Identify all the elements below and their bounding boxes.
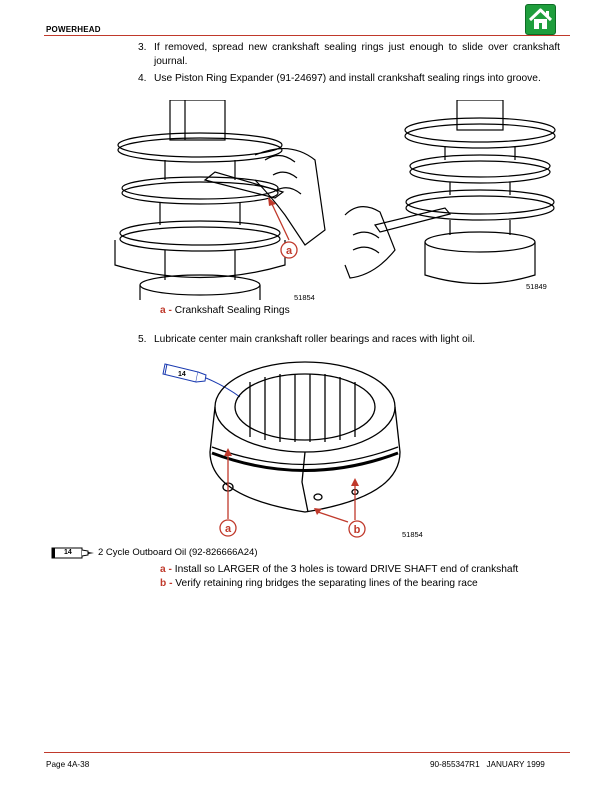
step-text: Lubricate center main crankshaft roller … [154,334,476,345]
note-a: a - Install so LARGER of the 3 holes is … [160,564,518,575]
oil-tube-icon [51,547,94,559]
note-b: b - Verify retaining ring bridges the se… [160,578,478,589]
tube-label: 14 [178,371,186,378]
figure1-right-number: 51849 [526,282,547,291]
caption-text: Crankshaft Sealing Rings [174,305,290,316]
note-letter: a [160,564,166,575]
step-5: 5. Lubricate center main crankshaft roll… [138,333,560,347]
footer-page: Page 4A-38 [46,760,90,769]
section-title: POWERHEAD [46,25,101,34]
lubricant-text: 2 Cycle Outboard Oil (92-826666A24) [98,547,258,558]
figure2-number: 51854 [402,530,423,539]
home-icon [528,8,553,29]
roller-bearing-figure: 14 a b [162,361,401,538]
oil-tube-icon: 14 [162,363,241,398]
crankshaft-sealing-rings-figure: a [114,100,556,300]
step-number: 5. [138,334,147,345]
step-text: Use Piston Ring Expander (91-24697) and … [154,73,541,84]
caption-sep: - [165,305,175,316]
note-letter: b [160,578,167,589]
step-number: 4. [138,73,147,84]
step-number: 3. [138,42,147,53]
note-text: Verify retaining ring bridges the separa… [175,578,478,589]
home-button[interactable] [525,4,556,35]
lubricant-tube-label: 14 [64,549,72,556]
note-sep: - [165,564,175,575]
figure2-callout-b: b [354,524,361,536]
figure1-left-number: 51854 [294,293,315,302]
step-text: If removed, spread new crankshaft sealin… [154,42,560,67]
figure1-caption: a - Crankshaft Sealing Rings [160,305,290,316]
step-3: 3. If removed, spread new crankshaft sea… [138,41,560,69]
caption-letter: a [160,305,166,316]
footer-rule [44,752,570,753]
figure1-callout-a: a [286,245,293,257]
figure2-callout-a: a [225,523,232,535]
note-text: Install so LARGER of the 3 holes is towa… [174,564,519,575]
header-rule [44,35,570,36]
step-4: 4. Use Piston Ring Expander (91-24697) a… [138,72,560,100]
lubricant-tube [50,546,96,560]
note-sep: - [166,578,176,589]
footer-doc: 90-855347R1 JANUARY 1999 [430,760,545,769]
